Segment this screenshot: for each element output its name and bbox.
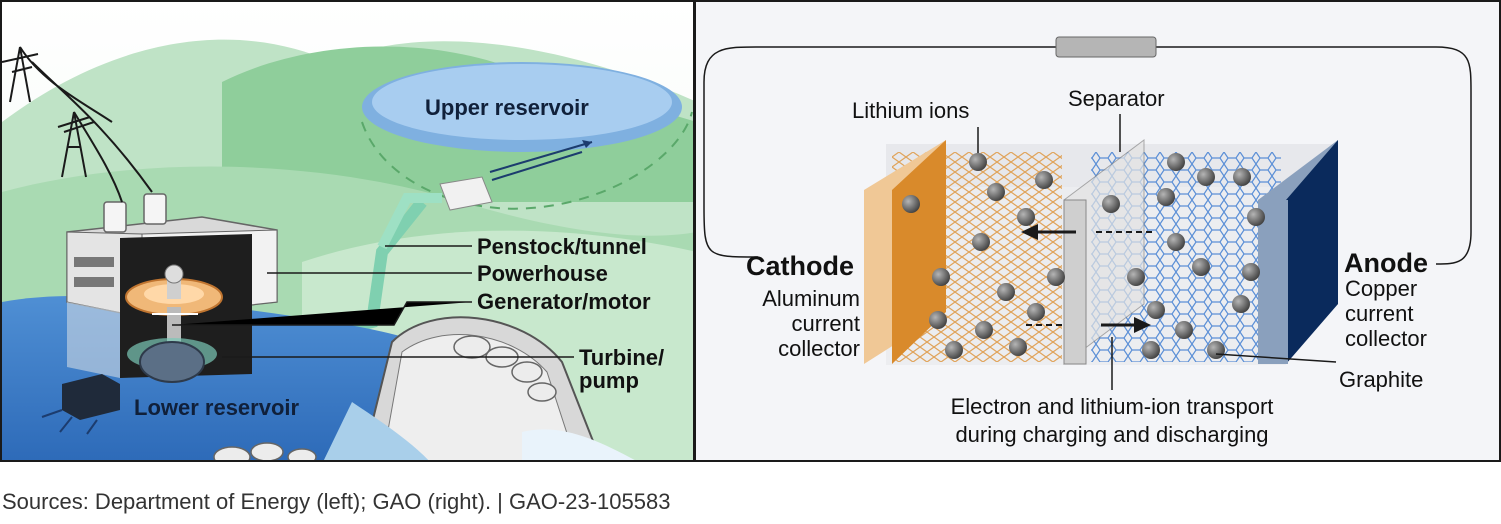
- anode-label: Anode: [1344, 248, 1428, 278]
- anode-desc-1: Copper: [1345, 276, 1417, 301]
- separator-label: Separator: [1068, 86, 1165, 111]
- source-note: Sources: Department of Energy (left); GA…: [2, 489, 671, 514]
- cathode-desc-3: collector: [778, 336, 860, 361]
- upper-reservoir-label: Upper reservoir: [425, 95, 589, 120]
- cathode-desc-1: Aluminum: [762, 286, 860, 311]
- transformers: [103, 193, 167, 233]
- pumped-hydro-panel: Upper reservoir Penstock/tunnel Powerhou…: [0, 0, 695, 462]
- penstock-label: Penstock/tunnel: [477, 234, 647, 259]
- rocks: [213, 335, 557, 460]
- lithium-battery-panel: Lithium ions Separator Cathode Aluminum …: [694, 0, 1501, 462]
- cathode-label: Cathode: [746, 251, 854, 281]
- intake-structure: [439, 176, 493, 211]
- lower-reservoir-label: Lower reservoir: [134, 395, 300, 420]
- transport-label-1: Electron and lithium-ion transport: [951, 394, 1274, 419]
- transport-arrows: [1021, 224, 1156, 333]
- graphite-label: Graphite: [1339, 367, 1423, 392]
- lithium-ions-label: Lithium ions: [852, 98, 969, 123]
- lithium-ions: [902, 153, 1265, 359]
- anode-collector: [1286, 140, 1338, 364]
- generator-label: Generator/motor: [477, 289, 651, 314]
- lithium-battery-illustration: Lithium ions Separator Cathode Aluminum …: [703, 36, 1472, 447]
- cathode-collector: [892, 140, 946, 364]
- resistor: [1055, 36, 1157, 58]
- turbine-pump: [139, 341, 205, 383]
- outlet-structure: [62, 374, 120, 420]
- transmission-towers: [2, 46, 153, 203]
- anode-desc-2: current: [1345, 301, 1413, 326]
- cathode-desc-2: current: [792, 311, 860, 336]
- turbine-label-1: Turbine/: [579, 345, 664, 370]
- powerhouse-label: Powerhouse: [477, 261, 608, 286]
- transport-label-2: during charging and discharging: [955, 422, 1268, 447]
- anode-desc-3: collector: [1345, 326, 1427, 351]
- pumped-hydro-illustration: Upper reservoir Penstock/tunnel Powerhou…: [2, 2, 693, 460]
- turbine-label-2: pump: [579, 368, 639, 393]
- external-circuit-wire: [703, 46, 1472, 265]
